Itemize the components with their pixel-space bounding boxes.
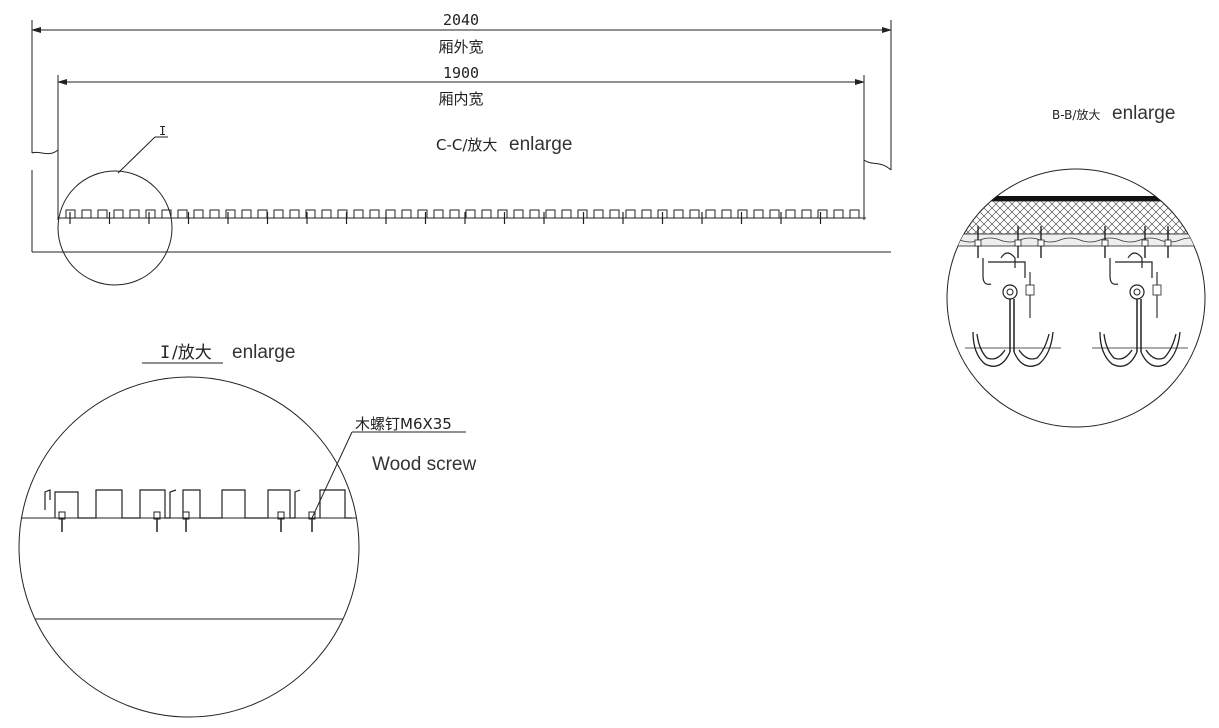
wood-screws [58,511,316,532]
detail-i-title-cn: /放大 [172,343,212,363]
detail-callout-circle [57,170,173,286]
outer-width-label: 厢外宽 [438,38,483,56]
detail-corrugated-profile [44,489,352,519]
detail-bb-circle [946,168,1206,428]
screw-label-en: Wood screw [372,454,476,475]
inner-width-label: 厢内宽 [438,90,483,108]
meat-hook-rails [965,226,1188,367]
detail-i-circle [18,376,360,718]
outer-width-value: 2040 [443,11,479,29]
top-section-view: 2040 厢外宽 1900 厢内宽 C-C/放大 enlarge I [31,11,892,286]
corrugated-floor-profile [58,209,866,219]
detail-i-title-mark: I [160,343,170,363]
detail-bb-view: B-B/放大 enlarge [946,103,1206,428]
inner-width-value: 1900 [443,64,479,82]
section-label-en: enlarge [509,134,572,155]
section-label-cn: C-C/放大 [436,136,497,154]
floor-screws [69,212,822,224]
detail-bb-title-cn: B-B/放大 [1052,107,1100,122]
screw-label: 木螺钉M6X35 [355,415,452,433]
callout-mark: I [159,124,166,138]
detail-i-title-en: enlarge [232,342,295,363]
insulation-layer [947,200,1205,235]
detail-i-view: I /放大 enlarge 木螺钉M6X35 Wood screw [18,342,476,718]
detail-bb-title-en: enlarge [1112,103,1175,124]
